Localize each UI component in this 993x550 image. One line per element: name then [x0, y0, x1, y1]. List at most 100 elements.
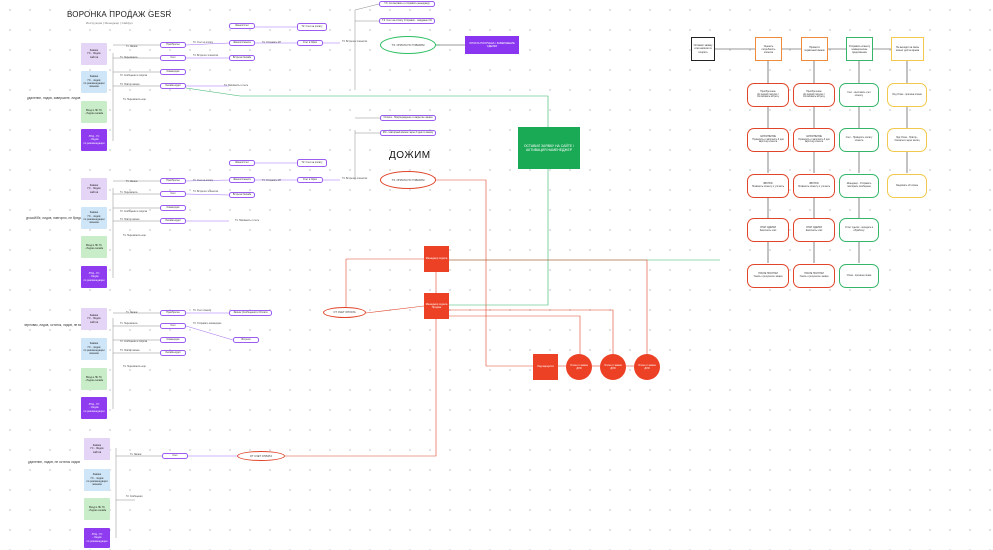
payment-ellipse[interactable]: ОТ СЧЕТ ОПЛАТА: [237, 451, 285, 461]
step-box[interactable]: Оценить потребность клиента: [755, 37, 782, 61]
source-box[interactable]: ЛУЦ - ГС - Лидов по рекомендации: [81, 266, 107, 288]
stage-node[interactable]: Счет: [160, 55, 186, 61]
source-box[interactable]: Вход в ЛК ГС - Лидов онлайн: [81, 236, 107, 258]
start-box[interactable]: Оставил заявку или написал в соцсеть: [691, 37, 715, 61]
edge-label: Т3. Повтор звонка: [120, 84, 140, 86]
source-box[interactable]: Заявки ГС - лидов по рекомендации звонко…: [81, 338, 107, 360]
stage-node[interactable]: Коммерция: [160, 337, 186, 343]
refusal-circle[interactable]: Отказ от заказа ДЛЯ: [566, 354, 592, 380]
edge-label: Т1. Звонок: [130, 454, 142, 456]
source-box[interactable]: Заявки ГС - Лидов сайтов: [84, 438, 110, 460]
source-box[interactable]: Вход в ЛК ГС - Лидов онлайн: [84, 498, 110, 520]
payment-ellipse[interactable]: Т.5. ОПЛАТА ПО ТОВАРАМ: [380, 36, 436, 54]
edge-label: Т4. Отправить КП: [262, 42, 281, 44]
manager-square[interactable]: Менеджер отдела Продаж: [424, 293, 449, 319]
connector-line: [449, 259, 648, 354]
edge-label: Т3. Повтор звонка: [120, 350, 140, 352]
source-box[interactable]: Заявки ГС - лидов по рекомендации звонко…: [81, 207, 107, 229]
step-card[interactable]: Приобретение До первой покупки / согласо…: [793, 83, 835, 107]
stage-node[interactable]: Приобретен: [160, 310, 186, 316]
top-note[interactable]: Т.6. Счет на оплату Отправил - ожидание …: [379, 18, 435, 24]
step-card[interactable]: Менеджер - Отправить повторное сообщение: [839, 174, 879, 198]
source-box[interactable]: Заявки ГС - Лидов сайтов: [81, 178, 107, 200]
stage-node[interactable]: Приобретен: [160, 42, 186, 48]
edge-label: Т1. Звонок: [126, 46, 138, 48]
step-box[interactable]: Не выходит на связь клиент долгое время: [891, 37, 924, 61]
step-card[interactable]: Приобретение До первой покупки / согласо…: [747, 83, 789, 107]
step-card[interactable]: ПОСЛЕ ПОКУПКИ Узнать о результате заказа: [747, 264, 789, 288]
lead-return-square[interactable]: Лид вернулся: [533, 354, 558, 380]
top-note[interactable]: Т.6. Согласовать и отправить менеджеру: [379, 1, 435, 7]
dozhim-note[interactable]: Оплата - Подтверждение и закрытие заказа: [380, 115, 436, 121]
stage-node[interactable]: Счет в Офис: [297, 40, 323, 46]
source-box[interactable]: ЛУЦ - ГС - Лидов по рекомендации: [84, 528, 110, 548]
stage-node[interactable]: Звонок Клиента: [229, 177, 255, 183]
step-card[interactable]: ЗВОНОК Позвонить клиенту и уточнить: [793, 174, 835, 198]
stage-node[interactable]: Звонок (Сообщения) и Оплата: [229, 310, 272, 316]
step-box[interactable]: Провести первичный звонок: [801, 37, 828, 61]
connector-line: [449, 315, 581, 354]
edge-label: Т2. Сообщения и покупки: [120, 75, 148, 77]
dozhim-note[interactable]: КМ - повторный звонок через 3 дня по зак…: [380, 130, 436, 136]
stage-node[interactable]: Звонок Счет: [229, 23, 255, 29]
stage-node[interactable]: Счет: [160, 323, 186, 329]
edge-label: Т1. Звонок: [126, 181, 138, 183]
page-subtitle: Инструкция | Менеджер | Сайфул: [86, 21, 133, 25]
step-card[interactable]: Лид Отказ - причина отказа: [887, 83, 927, 107]
step-card[interactable]: ЭТАП СДЕЛКИ Заполнить этап: [747, 218, 789, 242]
source-box[interactable]: Заявки ГС - лидов по рекомендации звонко…: [84, 469, 110, 491]
stage-node[interactable]: Коммерция: [160, 69, 186, 75]
connector-line: [185, 179, 230, 182]
stage-node[interactable]: Онлайн-аудит: [160, 350, 186, 356]
step-card[interactable]: ЗВОНОК Позвонить клиенту и уточнить: [747, 174, 789, 198]
stage-node[interactable]: Счет в Офис: [297, 177, 323, 183]
stage-node[interactable]: Приобретен: [160, 178, 186, 184]
step-card[interactable]: ПОСЛЕ ПОКУПКИ Узнать о результате заказа: [793, 264, 835, 288]
green-request-block[interactable]: ОСТАВИЛ ЗАЯВКУ НА САЙТЕ / АКТИВАЦИЯ НАМЕ…: [518, 127, 580, 169]
step-card[interactable]: Отчет сделки - передать в обработку: [839, 218, 879, 242]
stage-node[interactable]: Т2. Счет на оплату: [297, 159, 327, 167]
edge-label: Т4. Напомнить о счете: [224, 85, 249, 87]
step-box[interactable]: Отправить клиенту коммерческое предложен…: [846, 37, 873, 61]
source-box[interactable]: Вход в ЛК ГС - Лидов онлайн: [81, 101, 107, 123]
stage-node[interactable]: Счет: [162, 453, 188, 459]
edge-label: Т3. Повтор звонка: [120, 219, 140, 221]
step-card[interactable]: ЗАПОЛНЕНИЕ Проверить и заполнить 3 дня к…: [793, 128, 835, 152]
stage-node[interactable]: Коммерция: [160, 205, 186, 211]
stage-node[interactable]: Счет: [160, 191, 186, 197]
stage-node[interactable]: Звонок Счет: [229, 160, 255, 166]
refusal-circle[interactable]: Отказ от заказа ДЛЯ: [634, 354, 660, 380]
edge-label: Т1. Звонок: [126, 312, 138, 314]
lane-caption: урокой/бе, лидов, повторно, не бреда: [26, 216, 82, 220]
stage-node[interactable]: Встреча Онлайн: [229, 192, 255, 198]
step-card[interactable]: Счет - Проверить оплату клиента: [839, 128, 879, 152]
payment-ellipse[interactable]: ОТ СЧЕТ ОПЛАТА: [323, 307, 366, 318]
step-card[interactable]: Лид Отказ - Повтор - Связаться через мес…: [887, 128, 927, 152]
payment-received-block[interactable]: ОПЛАТА ПОЛУЧЕНА / ЗАВЕРШЕНИЕ СДЕЛКИ: [465, 36, 519, 54]
step-card[interactable]: ЗАПОЛНЕНИЕ Проверить и заполнить 3 дня к…: [747, 128, 789, 152]
stage-node[interactable]: Встреча Онлайн: [229, 55, 255, 61]
source-box[interactable]: Заявки ГС - Лидов сайтов: [81, 308, 107, 330]
step-card[interactable]: Уведомить об отказе: [887, 174, 927, 198]
step-card[interactable]: Счет - выставить счет клиенту: [839, 83, 879, 107]
step-card[interactable]: ЭТАП СДЕЛКИ Заполнить этап: [793, 218, 835, 242]
stage-node[interactable]: Звонок Клиента: [229, 40, 255, 46]
stage-node[interactable]: Онлайн-аудит: [160, 218, 186, 224]
connector-line: [449, 309, 614, 354]
source-box[interactable]: Заявки ГС - Лидов сайтов: [81, 43, 107, 65]
source-box[interactable]: Вход в ЛК ГС - Лидов онлайн: [81, 368, 107, 390]
manager-square[interactable]: Менеджер отдела: [424, 246, 449, 272]
edge-label: Т3. Встреча с клиентом: [193, 191, 219, 193]
edge-label: Т3. Отправить коммерцию: [193, 323, 222, 325]
source-box[interactable]: Заявки ГС - лидов по рекомендации звонко…: [81, 71, 107, 93]
payment-ellipse[interactable]: Т.5. ОПЛАТА ПО ТОВАРАМ: [380, 171, 436, 189]
step-card[interactable]: Отказ - причина отказа: [839, 264, 879, 288]
source-box[interactable]: ЛУЦ - ГС - Лидов по рекомендации: [81, 129, 107, 151]
stage-node[interactable]: Встреча: [233, 337, 259, 343]
edge-label: Т4. Напомнить о счете: [235, 220, 260, 222]
source-box[interactable]: ЛУЦ - ГС - Лидов по рекомендации: [81, 397, 107, 419]
stage-node[interactable]: Т2. Счет на оплату: [297, 23, 327, 31]
stage-node[interactable]: Онлайн-аудит: [160, 83, 186, 89]
edge-label: Т2. Сообщения и покупки: [120, 211, 148, 213]
refusal-circle[interactable]: Отказ от заказа ДЛЯ: [600, 354, 626, 380]
